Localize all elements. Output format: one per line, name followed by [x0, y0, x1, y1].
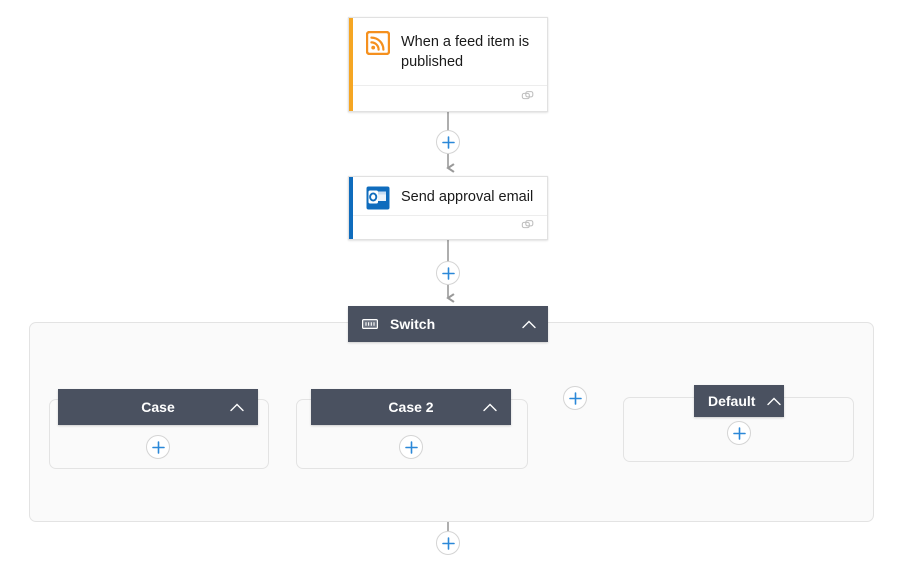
switch-header[interactable]: Switch	[348, 306, 548, 342]
switch-label: Switch	[390, 316, 436, 332]
action-title: Send approval email	[401, 189, 534, 205]
chevron-up-icon[interactable]	[230, 403, 244, 412]
action-card-head: Send approval email	[353, 177, 547, 215]
trigger-accent-bar	[349, 18, 353, 111]
trigger-title: When a feed item is published	[401, 34, 530, 70]
add-step-button-3[interactable]	[436, 531, 460, 555]
action-card-footer	[353, 215, 547, 239]
case-2-label: Case 2	[388, 399, 434, 415]
trigger-card-body: When a feed item is published	[353, 18, 547, 111]
action-card-body: Send approval email	[353, 177, 547, 239]
case-1-label: Case	[141, 399, 175, 415]
node-card-trigger[interactable]: When a feed item is published	[348, 17, 548, 112]
plus-icon	[568, 391, 582, 405]
action-accent-bar	[349, 177, 353, 239]
trigger-card-footer	[353, 85, 547, 111]
link-icon[interactable]	[521, 218, 535, 237]
switch-icon	[362, 318, 378, 330]
plus-icon	[732, 426, 746, 440]
add-step-button-2[interactable]	[436, 261, 460, 285]
plus-icon	[441, 266, 455, 280]
case-2-add-action-button[interactable]	[399, 435, 423, 459]
default-case-header[interactable]: Default	[694, 385, 784, 417]
add-case-button[interactable]	[563, 386, 587, 410]
plus-icon	[404, 440, 418, 454]
plus-icon	[441, 536, 455, 550]
chevron-up-icon[interactable]	[483, 403, 497, 412]
outlook-icon	[366, 186, 390, 210]
case-1-header[interactable]: Case	[58, 389, 258, 425]
node-card-action[interactable]: Send approval email	[348, 176, 548, 240]
chevron-up-icon[interactable]	[522, 320, 536, 329]
chevron-up-icon[interactable]	[767, 397, 782, 406]
plus-icon	[441, 135, 455, 149]
case-1-add-action-button[interactable]	[146, 435, 170, 459]
rss-icon	[366, 31, 390, 55]
trigger-card-head: When a feed item is published	[353, 18, 547, 85]
link-icon[interactable]	[521, 89, 535, 108]
default-case-label: Default	[708, 393, 756, 409]
case-2-header[interactable]: Case 2	[311, 389, 511, 425]
default-add-action-button[interactable]	[727, 421, 751, 445]
plus-icon	[151, 440, 165, 454]
add-step-button-1[interactable]	[436, 130, 460, 154]
